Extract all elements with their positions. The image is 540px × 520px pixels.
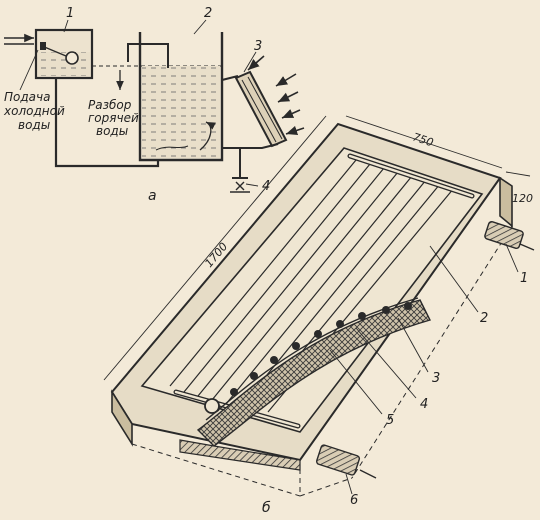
make-up-tank — [34, 28, 94, 80]
glass-cover — [140, 147, 484, 433]
schematic-caption: а — [148, 188, 157, 204]
collector-callout-5: 5 — [386, 413, 394, 428]
storage-tank — [138, 32, 224, 162]
insulation-layer — [196, 299, 432, 447]
schematic-callout-3: 3 — [254, 39, 262, 54]
dimension-lines — [103, 115, 531, 381]
svg-text:горячей: горячей — [88, 111, 139, 125]
collector-cutaway: 1700 750 120 1 2 3 4 5 6 б — [103, 115, 535, 516]
svg-text:холодной: холодной — [3, 104, 65, 118]
float-valve-icon — [65, 51, 79, 65]
width-dimension: 750 — [411, 130, 435, 149]
svg-text:Подача: Подача — [4, 90, 50, 104]
svg-text:воды: воды — [18, 118, 50, 132]
collector-caption: б — [262, 500, 271, 516]
hot-water-draw-off-label: Разбор горячей воды — [88, 98, 139, 138]
inlet-connector — [315, 444, 377, 479]
solar-radiation-arrows — [247, 55, 305, 136]
outlet-connector — [484, 220, 535, 251]
svg-text:воды: воды — [96, 124, 128, 138]
depth-dimension: 120 — [512, 192, 533, 205]
schematic-callout-2: 2 — [204, 6, 212, 21]
absorber-tubes — [169, 159, 455, 413]
collector-callout-1: 1 — [520, 271, 528, 286]
svg-text:Разбор: Разбор — [88, 98, 132, 112]
schematic-collector — [234, 70, 288, 148]
cold-water-supply-label: Подача холодной воды — [3, 49, 65, 132]
cold-water-inlet-arrows — [4, 33, 34, 45]
drain-valve — [230, 177, 250, 193]
system-schematic: 1 2 3 4 Подача холодной воды Разбор горя… — [3, 6, 305, 204]
collector-callout-4: 4 — [420, 397, 428, 412]
collector-callout-3: 3 — [432, 371, 440, 386]
collector-callout-6: 6 — [350, 493, 358, 508]
schematic-callout-1: 1 — [66, 6, 74, 21]
collector-callout-2: 2 — [480, 311, 488, 326]
